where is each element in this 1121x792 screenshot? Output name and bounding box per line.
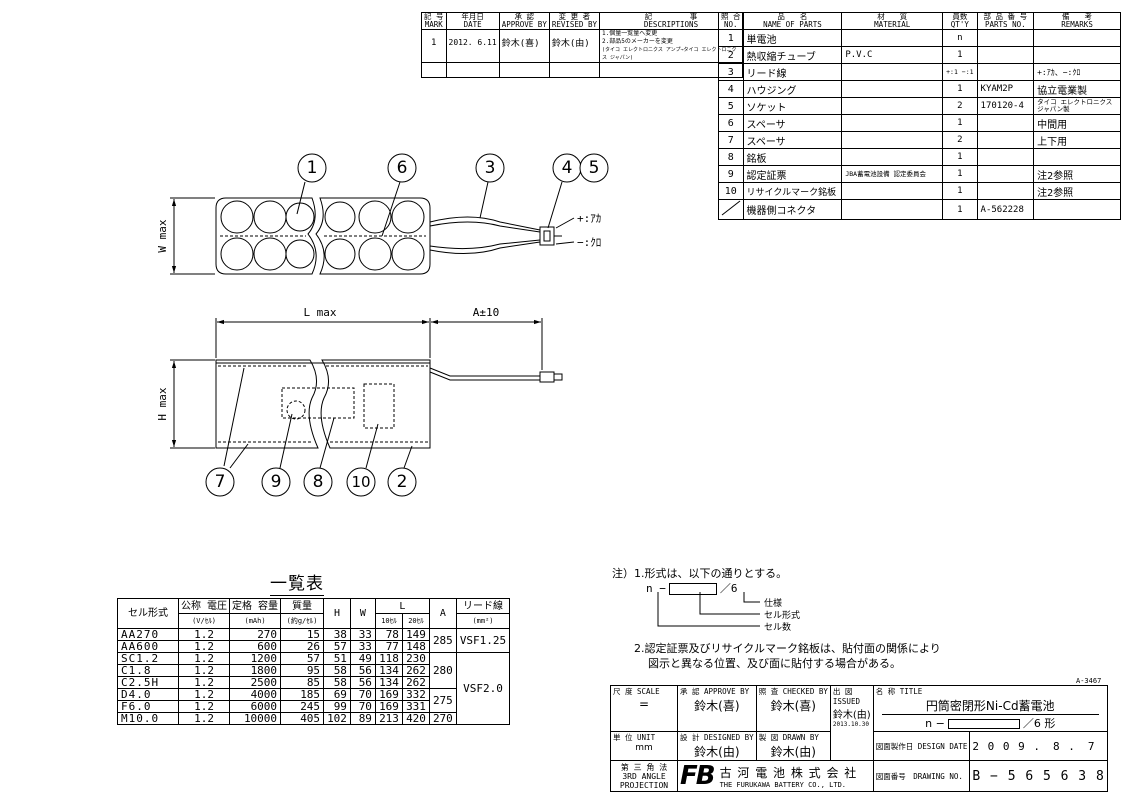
list-header-capacity: 定格 容量 — [229, 598, 282, 614]
list-header-l20: 20ｾﾙ — [401, 613, 430, 629]
note-format: n − ／6 — [646, 580, 738, 596]
balloon-10: 10 — [351, 473, 370, 491]
top-view: W max +:ｱｶ −:ｸﾛ 1 6 3 4 5 — [156, 153, 609, 275]
list-header-mass: 質量 — [280, 598, 325, 614]
note-line-2: 2.認定証票及びリサイクルマーク銘板は、貼付面の関係により — [634, 642, 941, 655]
note-line-1: 注）1.形式は、以下の通りとする。 — [612, 567, 788, 580]
drawing-no-label: 図面番号 DRAWING NO. — [872, 760, 971, 792]
drawing-no-value: B − 5 6 5 6 3 8 — [969, 760, 1108, 792]
a-group-285: 285 — [428, 628, 457, 653]
battery-drawing: .ln { stroke:#000; stroke-width:1; fill:… — [156, 153, 609, 497]
balloon-7: 7 — [215, 472, 226, 492]
list-unit-capacity: (mAh) — [229, 613, 282, 629]
note-format-box — [668, 583, 717, 595]
note-line-3: 図示と異なる位置、及び面に貼付する場合がある。 — [648, 657, 901, 670]
scale-cell: 尺 度 SCALE= — [610, 685, 678, 732]
note-format-n: n − — [646, 582, 666, 595]
balloon-5: 5 — [589, 158, 600, 178]
list-unit-lead: (mm²) — [455, 613, 511, 629]
note-spec: 仕様 — [764, 599, 783, 609]
list-header-lead: リード線 — [455, 598, 511, 614]
minus-lead-label: −:ｸﾛ — [577, 236, 601, 249]
a-group-275: 275 — [428, 688, 457, 713]
balloon-4: 4 — [562, 158, 573, 178]
balloon-8: 8 — [313, 472, 324, 492]
lead-group-vsf125: VSF1.25 — [455, 628, 511, 653]
rev-revised: 鈴木(由) — [548, 29, 601, 63]
note-cell-count: セル数 — [764, 623, 792, 633]
list-unit-voltage: (V/ｾﾙ) — [177, 613, 231, 629]
list-header-voltage: 公称 電圧 — [177, 598, 231, 614]
list-header-cell: セル形式 — [117, 598, 179, 629]
list-header-l10: 10ｾﾙ — [374, 613, 403, 629]
note-cell-type: セル形式 — [764, 611, 801, 621]
list-header-l: L — [374, 598, 430, 614]
plus-lead-label: +:ｱｶ — [577, 212, 601, 225]
list-header-w: W — [349, 598, 376, 629]
list-header-a: A — [428, 598, 457, 629]
company-name-en: THE FURUKAWA BATTERY CO., LTD. — [719, 780, 847, 789]
list-header-h: H — [323, 598, 351, 629]
note-format-slash: ／6 — [719, 582, 738, 595]
balloon-3: 3 — [485, 158, 496, 178]
note-format-leaders — [657, 592, 760, 627]
list-unit-mass: (約g/ｾﾙ) — [280, 613, 325, 629]
l-max-label: L max — [303, 306, 336, 319]
sheet-code: A-3467 — [1076, 677, 1102, 685]
design-date-label: 図面製作日 DESIGN DATE — [872, 731, 971, 761]
a-group-270: 270 — [428, 712, 457, 725]
list-title: 一覧表 — [270, 569, 324, 596]
rev-approve: 鈴木(喜) — [498, 29, 550, 63]
balloon-1: 1 — [307, 158, 318, 178]
lead-group-vsf20: VSF2.0 — [455, 652, 511, 725]
diagonal-mark — [721, 200, 741, 216]
a-tol-label: A±10 — [473, 306, 500, 319]
rev-date: 2012. 6.11 — [445, 29, 500, 63]
a-group-280: 280 — [428, 652, 457, 689]
side-view: L max A±10 H max 7 9 8 10 2 — [156, 306, 563, 497]
w-max-label: W max — [156, 219, 169, 252]
balloon-9: 9 — [271, 472, 282, 492]
cell-list-table: セル形式 公称 電圧 定格 容量 質量 H W L A リード線 (V/ｾﾙ) … — [117, 598, 511, 725]
balloon-2: 2 — [397, 472, 408, 492]
design-date-value: 2 0 0 9 . 8 . 7 — [969, 731, 1108, 761]
h-max-label: H max — [156, 387, 169, 420]
balloon-6: 6 — [397, 158, 408, 178]
company-name-jp: 古 河 電 池 株 式 会 社 — [719, 765, 858, 780]
company-logo: FB — [680, 761, 716, 791]
